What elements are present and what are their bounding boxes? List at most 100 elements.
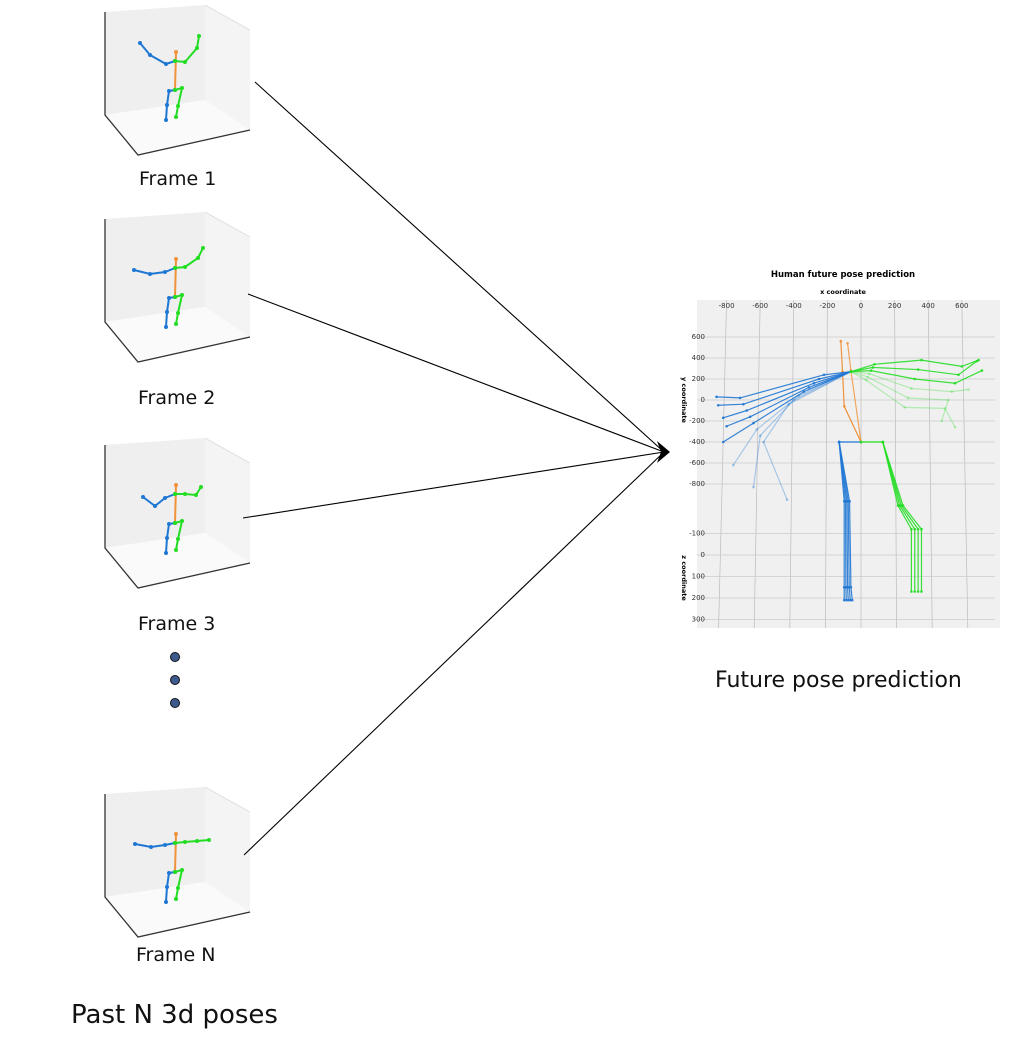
joint	[916, 368, 920, 371]
grid-line	[961, 299, 969, 629]
chart-title: Human future pose prediction	[771, 270, 915, 280]
frame-edge	[104, 794, 251, 938]
ellipsis-dot	[170, 698, 180, 708]
joint	[849, 585, 853, 589]
joint	[174, 322, 178, 326]
predicted-left-leg	[838, 441, 851, 601]
joint	[180, 868, 184, 872]
predicted-spine	[840, 341, 862, 443]
joint	[167, 522, 171, 526]
predicted-left-leg	[838, 441, 853, 601]
frame-3-label: Frame 3	[138, 613, 216, 635]
joint	[138, 41, 142, 45]
grid-line	[753, 299, 761, 629]
joint	[868, 372, 871, 376]
joint	[980, 369, 984, 372]
y-tick-label: -600	[689, 459, 705, 467]
joint	[920, 590, 923, 593]
joint	[812, 381, 816, 385]
joint	[742, 402, 745, 406]
joint	[174, 832, 178, 836]
joint	[913, 527, 917, 531]
z-tick-label: 300	[692, 616, 705, 624]
frame-n-label: Frame N	[136, 944, 216, 966]
joint	[133, 842, 137, 846]
joint	[916, 590, 920, 593]
joint	[194, 493, 198, 497]
joint	[802, 390, 806, 393]
joint	[164, 325, 168, 329]
joint	[201, 246, 205, 250]
joint	[163, 496, 167, 500]
predicted-left-arm	[752, 371, 852, 488]
predicted-right-leg	[882, 441, 923, 592]
joint	[960, 365, 964, 368]
back-wall	[105, 787, 205, 897]
joint	[715, 395, 718, 399]
joint	[176, 104, 180, 108]
arrow-line	[243, 451, 665, 856]
past-poses-label: Past N 3d poses	[71, 1000, 278, 1030]
predicted-left-arm	[722, 371, 852, 443]
joint	[173, 521, 177, 525]
joint	[183, 492, 187, 496]
frame-edge	[104, 219, 251, 363]
spine	[174, 51, 177, 91]
joint	[199, 485, 203, 489]
joint	[920, 358, 923, 362]
joint	[975, 359, 979, 363]
left-arm	[139, 42, 176, 66]
grid-line	[718, 299, 727, 629]
joint	[910, 527, 913, 531]
joint	[844, 598, 848, 602]
left-arm	[133, 267, 176, 276]
y-tick-label: -400	[689, 438, 705, 446]
prediction-label: Future pose prediction	[715, 668, 962, 693]
side-wall	[205, 212, 250, 337]
joint	[721, 416, 725, 420]
joint	[132, 268, 136, 272]
joint	[849, 370, 853, 373]
x-tick-label: 0	[859, 302, 863, 310]
joint	[864, 378, 868, 382]
joint	[732, 463, 735, 467]
frame-edge	[204, 786, 251, 813]
joint	[163, 270, 167, 274]
y-tick-label: 200	[692, 375, 705, 383]
spine	[174, 833, 177, 873]
joint	[173, 59, 177, 63]
joint	[195, 839, 199, 843]
joint	[873, 363, 876, 366]
y-axis-label: y coordinate	[680, 377, 688, 423]
joint	[839, 339, 843, 343]
joint	[149, 845, 153, 849]
joint	[167, 89, 171, 93]
joint	[174, 257, 178, 261]
y-tick-label: 600	[692, 333, 705, 341]
left-leg	[165, 89, 176, 121]
joint	[787, 402, 791, 406]
joint	[148, 53, 152, 57]
left-leg	[165, 871, 176, 903]
joint	[913, 377, 917, 381]
pose-frame	[104, 4, 251, 156]
y-tick-label: 400	[692, 354, 705, 362]
predicted-right-arm	[850, 371, 950, 422]
joint	[174, 897, 178, 901]
grid-line	[789, 299, 795, 629]
predicted-right-leg	[882, 441, 913, 592]
grid-line	[825, 299, 828, 629]
joint	[848, 499, 851, 503]
joint	[164, 62, 168, 66]
joint	[957, 373, 960, 377]
ellipsis-dot	[170, 675, 180, 685]
right-arm	[174, 839, 210, 844]
predicted-left-arm	[726, 371, 852, 427]
joint	[850, 598, 854, 602]
right-leg	[174, 868, 184, 900]
joint	[164, 118, 168, 122]
y-tick-label: -200	[689, 417, 705, 425]
spine	[174, 258, 177, 298]
frame-edge	[204, 4, 251, 31]
